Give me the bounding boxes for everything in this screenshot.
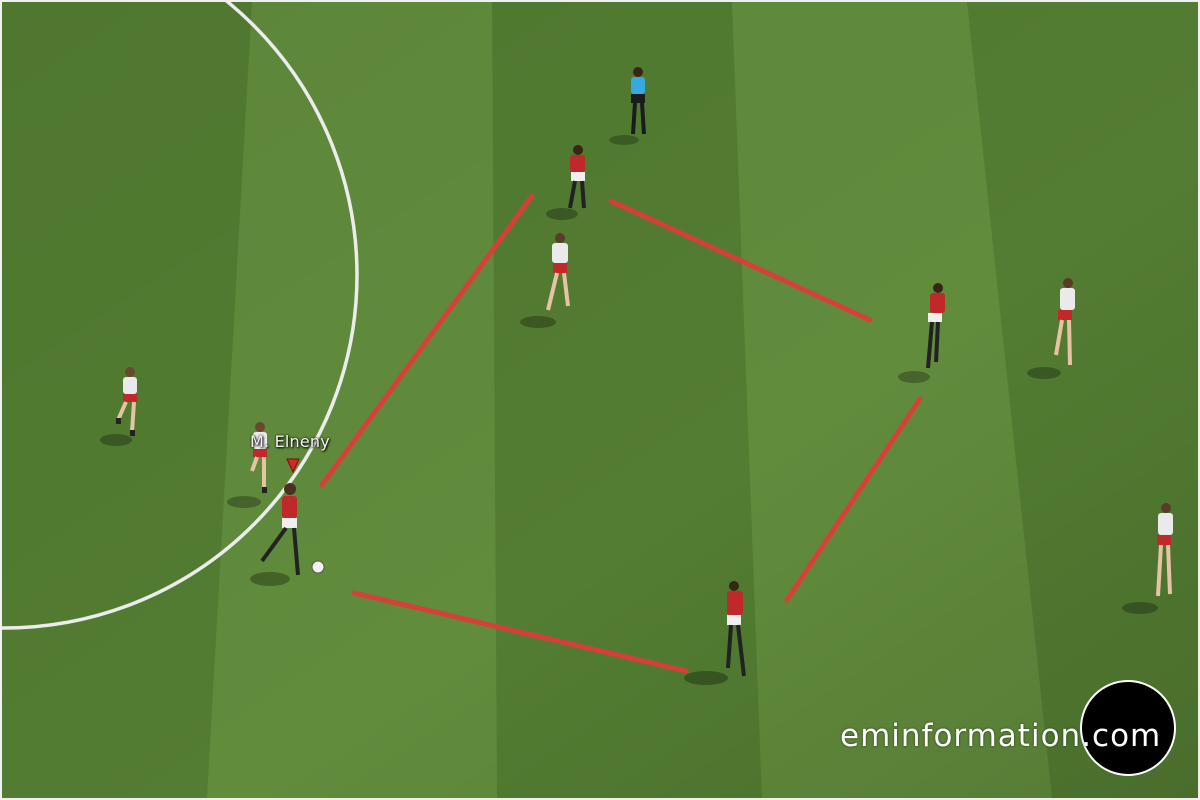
passing-line-bottom: [351, 590, 689, 674]
triangle-marker-icon: [286, 458, 300, 474]
watermark-disc: [1080, 680, 1176, 776]
passing-line-top: [608, 198, 873, 323]
passing-line-right: [784, 396, 923, 603]
player-red-top: [546, 145, 586, 220]
watermark-text: eminformation.com: [840, 718, 1162, 754]
centre-circle: [2, 2, 359, 630]
player-white-right-top: [1027, 278, 1075, 379]
player-white-right-bottom: [1122, 503, 1173, 614]
player-red-ball-carrier: [250, 483, 300, 586]
player-white-left: [100, 367, 137, 446]
player-name-label: M. Elneny: [250, 432, 330, 451]
player-white-centre: [520, 233, 570, 328]
passing-line-left: [319, 193, 535, 488]
ball-icon: [311, 560, 325, 574]
referee: [609, 67, 646, 145]
player-red-right: [898, 283, 945, 383]
player-elneny: [227, 422, 267, 508]
passing-lines: [319, 193, 923, 674]
player-red-bottom: [684, 581, 746, 685]
